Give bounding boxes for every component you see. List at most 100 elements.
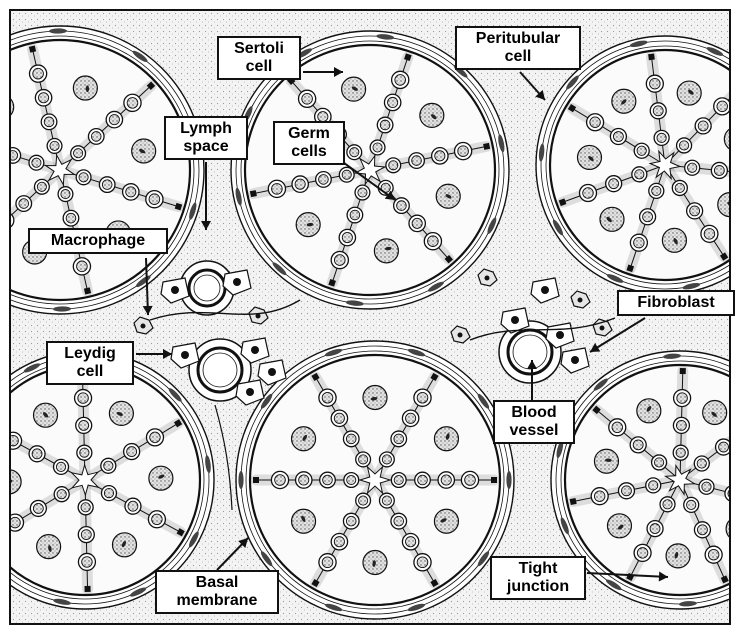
leydig-nucleus [181, 351, 189, 359]
germ-cell-nucleus [77, 261, 88, 272]
germ-cell-nucleus [633, 440, 643, 450]
germ-cell-nucleus [637, 146, 646, 155]
germ-cell-nucleus [334, 255, 345, 266]
germ-cell-nucleus [81, 503, 90, 512]
germ-cell-nucleus [127, 447, 137, 457]
leydig-nucleus [251, 346, 259, 354]
germ-cell-nucleus [465, 475, 476, 486]
peritubular-cell [506, 471, 511, 489]
peritubular-cell [238, 471, 243, 489]
label-leydig-cell: Leydigcell [46, 341, 134, 385]
sertoli-nucleus [600, 207, 624, 231]
sertoli-nucleus [703, 400, 727, 424]
germ-cell-nucleus [334, 413, 344, 423]
germ-cell-nucleus [663, 500, 672, 509]
germ-cell-nucleus [634, 237, 645, 248]
germ-cell-nucleus [704, 229, 715, 240]
germ-cell-nucleus [653, 106, 663, 116]
germ-cell-nucleus [380, 120, 390, 130]
germ-cell-nucleus [679, 141, 688, 150]
germ-cell-nucleus [275, 475, 286, 486]
sertoli-nucleus [666, 544, 690, 568]
germ-cell-nucleus [82, 557, 93, 568]
germ-cell-nucleus [347, 475, 356, 484]
macrophage-nucleus [600, 326, 605, 331]
germ-cell-nucleus [359, 455, 368, 464]
germ-cell-nucleus [78, 393, 89, 404]
germ-cell-nucleus [319, 175, 329, 185]
germ-cell-nucleus [388, 97, 398, 107]
germ-cell-nucleus [323, 475, 333, 485]
germ-cell-nucleus [102, 180, 112, 190]
germ-cell-nucleus [441, 475, 451, 485]
germ-cell-nucleus [79, 420, 89, 430]
germ-cell-nucleus [346, 516, 356, 526]
germ-cell-nucleus [697, 459, 706, 468]
leydig-nucleus [571, 356, 579, 364]
germ-cell-nucleus [406, 537, 416, 547]
germ-cell-nucleus [687, 500, 696, 509]
germ-cell-nucleus [676, 420, 686, 430]
germ-cell-nucleus [127, 98, 138, 109]
macrophage-nucleus [141, 324, 146, 329]
germ-cell-nucleus [128, 501, 138, 511]
macrophage-nucleus [458, 333, 463, 338]
germ-cell-nucleus [675, 183, 684, 192]
germ-cell-nucleus [708, 549, 719, 560]
tight-junction-mark [253, 477, 259, 483]
germ-cell-nucleus [50, 141, 59, 150]
germ-cell-nucleus [406, 413, 416, 423]
germ-cell-nucleus [61, 189, 70, 198]
germ-cell-nucleus [435, 151, 445, 161]
leydig-nucleus [171, 286, 179, 294]
germ-cell-nucleus [334, 537, 344, 547]
label-germ-cells: Germcells [273, 121, 345, 165]
germ-cell-nucleus [33, 68, 44, 79]
germ-cell-nucleus [657, 133, 666, 142]
germ-cell-nucleus [621, 486, 631, 496]
tight-junction-mark [85, 586, 91, 592]
germ-cell-nucleus [10, 517, 21, 528]
germ-cell-nucleus [428, 236, 439, 247]
germ-cell-nucleus [697, 525, 707, 535]
label-macrophage: Macrophage [28, 228, 168, 254]
germ-cell-nucleus [418, 475, 428, 485]
germ-cell-nucleus [698, 121, 708, 131]
germ-cell-nucleus [322, 392, 333, 403]
sertoli-nucleus [374, 239, 398, 263]
germ-cell-nucleus [719, 442, 729, 452]
germ-cell-nucleus [650, 78, 661, 89]
germ-cell-nucleus [382, 455, 391, 464]
germ-cell-nucleus [417, 557, 428, 568]
sertoli-nucleus [607, 514, 631, 538]
germ-cell-nucleus [395, 75, 406, 86]
leydig-nucleus [556, 331, 564, 339]
germ-cell-nucleus [19, 199, 29, 209]
germ-cell-nucleus [458, 146, 469, 157]
germ-cell-nucleus [44, 117, 54, 127]
germ-cell-nucleus [583, 188, 594, 199]
germ-cell-nucleus [109, 115, 119, 125]
germ-cell-nucleus [272, 184, 283, 195]
germ-cell-nucleus [382, 496, 391, 505]
germ-cell-nucleus [32, 449, 42, 459]
germ-cell-nucleus [643, 212, 653, 222]
germ-cell-nucleus [394, 475, 403, 484]
germ-cell-nucleus [38, 93, 48, 103]
label-tight-junction: Tightjunction [490, 556, 586, 600]
germ-cell-nucleus [650, 524, 660, 534]
label-fibroblast: Fibroblast [617, 290, 735, 316]
vessel-lumen [198, 348, 242, 392]
germ-cell-nucleus [295, 179, 305, 189]
germ-cell-nucleus [358, 188, 367, 197]
germ-cell-nucleus [149, 194, 160, 205]
germ-cell-nucleus [302, 93, 313, 104]
germ-cell-nucleus [397, 201, 407, 211]
germ-cell-nucleus [649, 481, 658, 490]
germ-cell-nucleus [590, 117, 601, 128]
label-peritubular-cell: Peritubularcell [455, 26, 581, 70]
germ-cell-nucleus [609, 179, 619, 189]
tight-junction-mark [570, 498, 577, 505]
